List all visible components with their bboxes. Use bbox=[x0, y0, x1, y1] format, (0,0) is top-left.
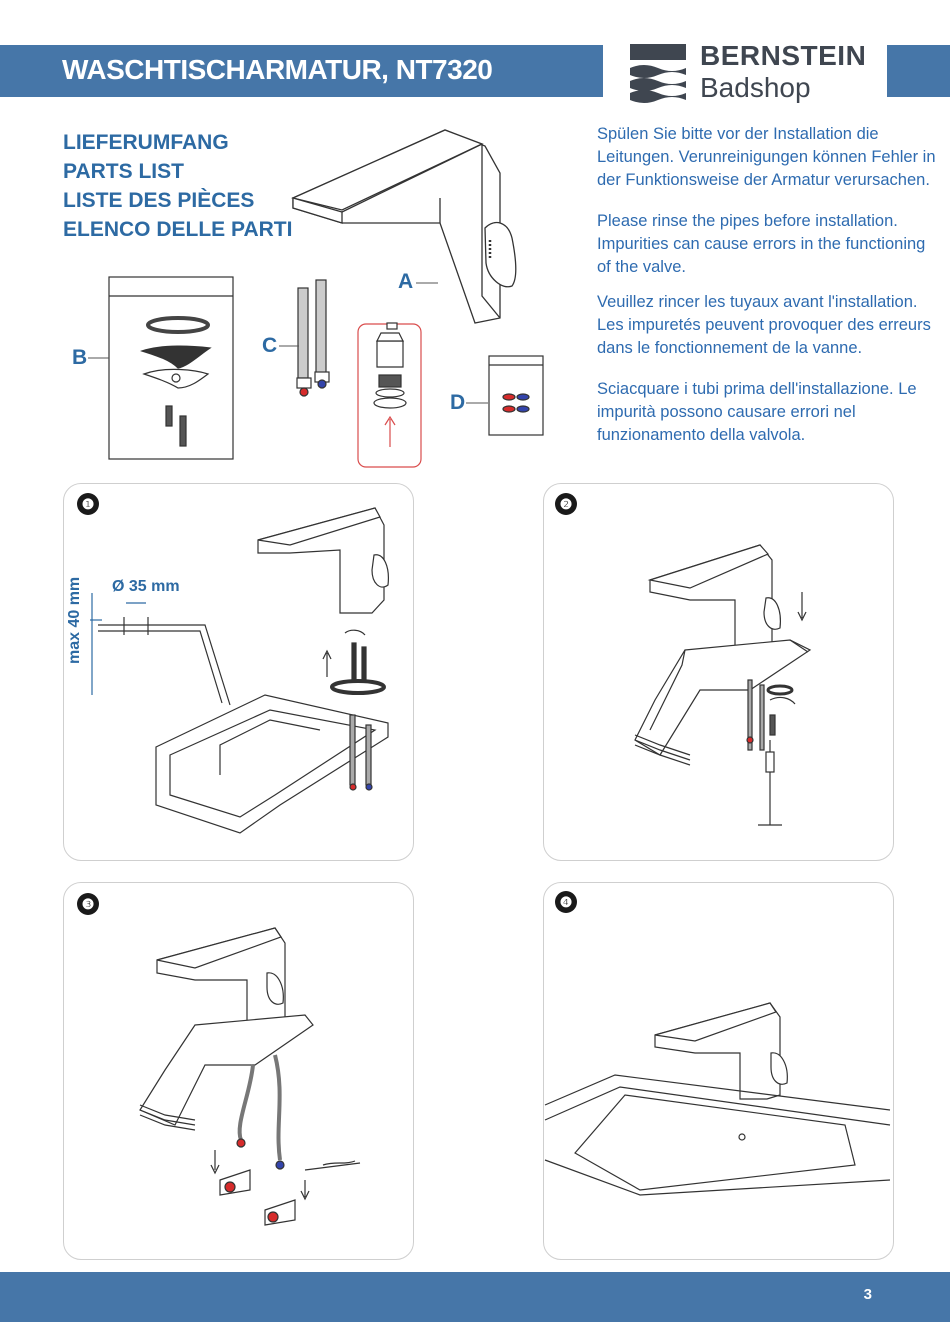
instruction-it: Sciacquare i tubi prima dell'installazio… bbox=[597, 380, 917, 444]
brand-logo-icon bbox=[630, 44, 686, 103]
label-a-leader bbox=[416, 282, 438, 284]
step-2-illustration bbox=[634, 544, 812, 826]
heading-en: PARTS LIST bbox=[63, 160, 184, 183]
label-c: C bbox=[262, 334, 278, 357]
header-accent-band bbox=[887, 45, 950, 97]
title-band bbox=[0, 45, 603, 97]
parts-list-headings: LIEFERUMFANG PARTS LIST LISTE DES PIÈCES… bbox=[63, 128, 292, 244]
label-d-leader bbox=[466, 402, 488, 404]
heading-de: LIEFERUMFANG bbox=[63, 131, 229, 154]
step-4-number: ❹ bbox=[555, 891, 577, 913]
step-2-number: ❷ bbox=[555, 493, 577, 515]
part-c-hoses-illustration bbox=[296, 279, 330, 397]
dimension-max-height: max 40 mm bbox=[66, 576, 83, 664]
label-a: A bbox=[398, 270, 414, 293]
step-4-illustration bbox=[544, 1002, 891, 1196]
page-number: 3 bbox=[863, 1286, 872, 1303]
instruction-de: Spülen Sie bitte vor der Installation di… bbox=[597, 125, 936, 189]
rinse-instructions: Spülen Sie bitte vor der Installation di… bbox=[597, 123, 937, 465]
faucet-part-a-illustration bbox=[291, 129, 517, 324]
part-b-bag-illustration bbox=[108, 276, 234, 460]
label-d: D bbox=[450, 391, 466, 414]
instruction-fr: Veuillez rincer les tuyaux avant l'insta… bbox=[597, 293, 931, 357]
step-1-number: ❶ bbox=[77, 493, 99, 515]
brand-name: BERNSTEIN bbox=[700, 40, 867, 71]
footer-band bbox=[0, 1272, 950, 1322]
step-3-illustration bbox=[139, 927, 361, 1226]
step-1-illustration bbox=[90, 507, 389, 834]
heading-fr: LISTE DES PIÈCES bbox=[63, 189, 255, 212]
step-3-number: ❸ bbox=[77, 893, 99, 915]
part-d-caps-illustration bbox=[488, 355, 544, 436]
instruction-en: Please rinse the pipes before installati… bbox=[597, 212, 926, 276]
page-title: WASCHTISCHARMATUR, NT7320 bbox=[62, 54, 493, 85]
dimension-diameter: Ø 35 mm bbox=[112, 578, 180, 595]
brand-subtitle: Badshop bbox=[700, 72, 811, 103]
aerator-illustration bbox=[357, 322, 422, 468]
label-b-leader bbox=[88, 357, 109, 359]
label-c-leader bbox=[279, 345, 299, 347]
label-b: B bbox=[72, 346, 88, 369]
heading-it: ELENCO DELLE PARTI bbox=[63, 218, 293, 241]
step-4-panel bbox=[543, 882, 894, 1260]
